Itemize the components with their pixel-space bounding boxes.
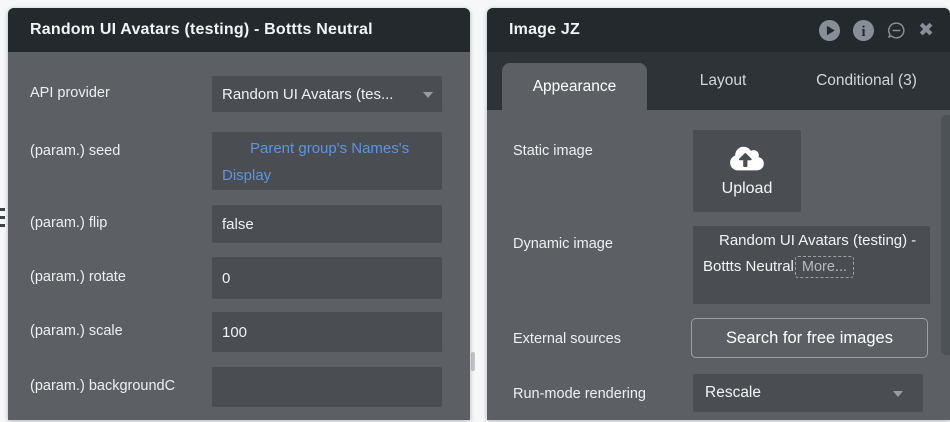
- tab-layout[interactable]: Layout: [699, 72, 747, 89]
- canvas-element-edge: [0, 208, 5, 211]
- param-scale-label: (param.) scale: [30, 323, 123, 339]
- upload-button-label: Upload: [721, 179, 773, 197]
- left-panel-title: Random UI Avatars (testing) - Bottts Neu…: [30, 21, 373, 38]
- api-provider-dropdown[interactable]: Random UI Avatars (tes...: [212, 76, 442, 112]
- right-panel-header[interactable]: Image JZ i ✖: [487, 8, 950, 52]
- element-property-editor: Image JZ i ✖: [487, 8, 950, 420]
- upload-button[interactable]: Upload: [693, 130, 801, 212]
- run-mode-rendering-label: Run-mode rendering: [513, 386, 646, 402]
- chevron-down-icon: [423, 92, 433, 98]
- tab-bar: Appearance Layout Conditional (3): [487, 52, 950, 110]
- param-flip-input[interactable]: false: [212, 205, 442, 243]
- svg-text:i: i: [862, 23, 866, 39]
- tab-conditional[interactable]: Conditional (3): [816, 72, 917, 89]
- param-rotate-value: 0: [222, 269, 231, 287]
- param-scale-input[interactable]: 100: [212, 312, 442, 352]
- tab-appearance[interactable]: Appearance: [502, 63, 647, 110]
- api-provider-label: API provider: [30, 85, 110, 101]
- dynamic-image-label: Dynamic image: [513, 236, 613, 252]
- param-rotate-label: (param.) rotate: [30, 269, 126, 285]
- page-scrollbar-thumb[interactable]: [471, 352, 475, 371]
- param-backgroundc-input[interactable]: [212, 367, 442, 407]
- param-seed-label: (param.) seed: [30, 143, 121, 159]
- external-sources-label: External sources: [513, 331, 621, 347]
- param-backgroundc-label: (param.) backgroundC: [30, 378, 176, 394]
- more-button[interactable]: More...: [794, 255, 854, 278]
- api-provider-value: Random UI Avatars (tes...: [222, 85, 394, 103]
- plugin-properties-panel: Random UI Avatars (testing) - Bottts Neu…: [8, 8, 470, 420]
- dynamic-image-expression[interactable]: Random UI Avatars (testing) - Bottts Neu…: [693, 226, 930, 304]
- chevron-down-icon: [893, 391, 903, 397]
- info-icon[interactable]: i: [852, 19, 875, 42]
- static-image-label: Static image: [513, 143, 593, 159]
- panel-scrollbar-thumb[interactable]: [941, 115, 950, 355]
- param-seed-expression: Parent group's Names's Display: [222, 140, 410, 184]
- canvas-element-edge: [0, 216, 5, 219]
- dynamic-image-value: Random UI Avatars (testing) - Bottts Neu…: [703, 232, 917, 275]
- param-flip-value: false: [222, 215, 254, 233]
- search-free-images-button[interactable]: Search for free images: [691, 318, 928, 358]
- cloud-upload-icon: [729, 145, 765, 177]
- param-scale-value: 100: [222, 323, 248, 341]
- left-panel-header[interactable]: Random UI Avatars (testing) - Bottts Neu…: [8, 8, 470, 52]
- header-icon-group: i ✖: [818, 19, 934, 42]
- canvas-element-edge: [0, 224, 5, 227]
- play-icon[interactable]: [818, 19, 841, 42]
- element-name-title: Image JZ: [509, 21, 580, 38]
- param-rotate-input[interactable]: 0: [212, 257, 442, 299]
- run-mode-rendering-dropdown[interactable]: Rescale: [693, 374, 923, 412]
- param-seed-input[interactable]: Parent group's Names's Display: [212, 132, 442, 190]
- close-icon[interactable]: ✖: [918, 18, 934, 41]
- param-flip-label: (param.) flip: [30, 215, 108, 231]
- run-mode-rendering-value: Rescale: [705, 384, 761, 401]
- comment-icon[interactable]: [886, 20, 907, 41]
